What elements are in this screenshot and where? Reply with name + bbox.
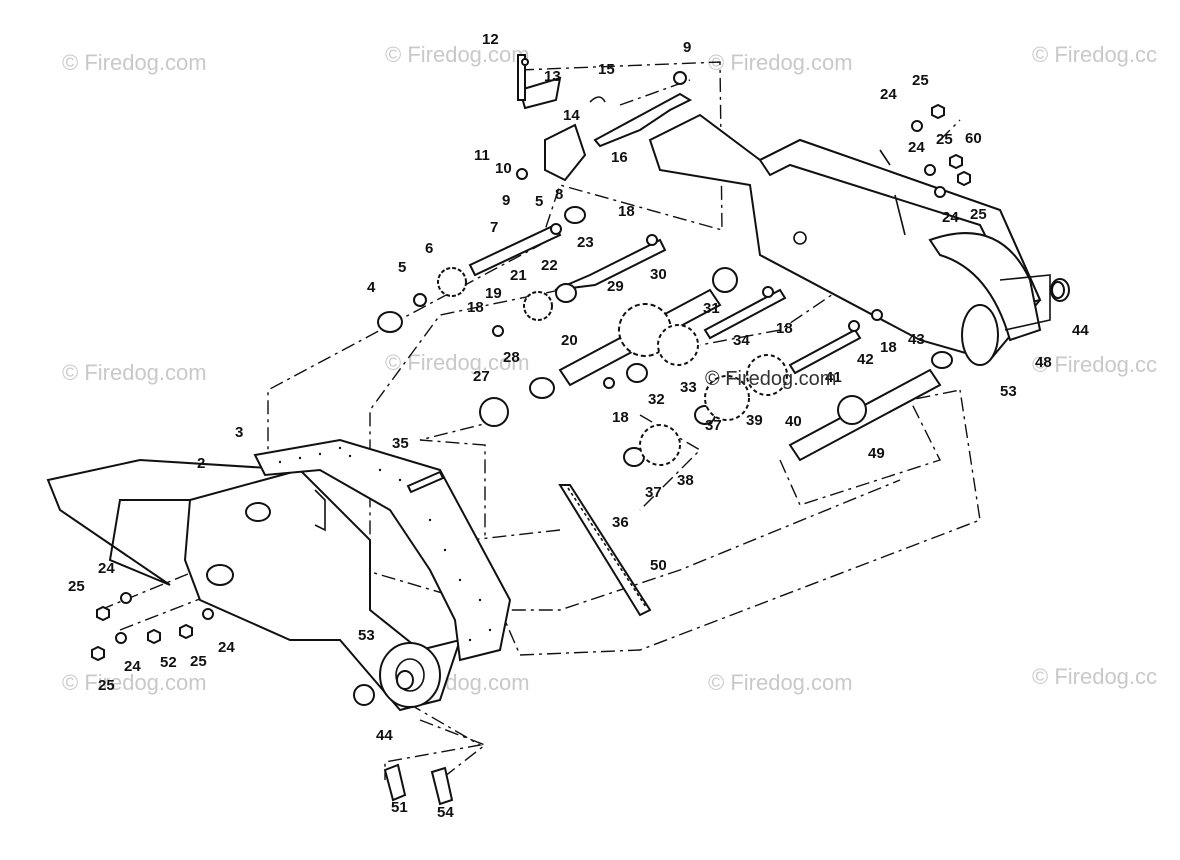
right-axle-parts <box>788 278 1070 462</box>
watermark-bottom-left: © Firedog.com <box>62 670 207 695</box>
watermark-mid-right: © Firedog.cc <box>1032 352 1157 377</box>
right-chain-case <box>648 113 1051 362</box>
callout-15: 15 <box>598 61 615 78</box>
callout-39: 39 <box>746 412 763 429</box>
callout-40: 40 <box>785 413 802 430</box>
watermark-center: © Firedog.com <box>705 368 836 390</box>
callout-60: 60 <box>965 130 982 147</box>
callout-48: 48 <box>1035 354 1052 371</box>
callout-35: 35 <box>392 435 409 452</box>
callout-44-right: 44 <box>1072 322 1089 339</box>
callout-18-left: 18 <box>467 299 484 316</box>
callout-28: 28 <box>503 349 520 366</box>
callout-6: 6 <box>425 240 433 257</box>
callout-25-lower: 25 <box>970 206 987 223</box>
callout-52: 52 <box>160 654 177 671</box>
callout-23: 23 <box>577 234 594 251</box>
chain <box>558 484 652 617</box>
callout-42: 42 <box>857 351 874 368</box>
shafts <box>377 92 862 467</box>
callout-49: 49 <box>868 445 885 462</box>
watermark-top-right: © Firedog.cc <box>1032 42 1157 67</box>
callout-24-left-bottom: 24 <box>124 658 141 675</box>
callout-24-lower: 24 <box>942 209 959 226</box>
watermark-top-center-right: © Firedog.com <box>708 50 853 75</box>
callout-18-center: 18 <box>612 409 629 426</box>
callout-labels: 2 3 4 5 5 6 7 8 9 9 10 11 12 13 14 15 16… <box>68 31 1089 821</box>
left-gasket <box>253 438 512 662</box>
callout-11: 11 <box>474 147 490 164</box>
left-bearings <box>206 489 441 708</box>
callout-24-top: 24 <box>880 86 897 103</box>
callout-29: 29 <box>607 278 624 295</box>
callout-36: 36 <box>612 514 629 531</box>
callout-34: 34 <box>733 332 750 349</box>
watermark-bottom-right: © Firedog.cc <box>1032 664 1157 689</box>
shifter-assembly <box>517 54 606 182</box>
callout-50: 50 <box>650 557 667 574</box>
callout-14: 14 <box>563 107 580 124</box>
watermark-mid-left: © Firedog.com <box>62 360 207 385</box>
callout-13: 13 <box>544 68 561 85</box>
callout-18-far-right: 18 <box>880 339 897 356</box>
callout-37-lower: 37 <box>645 484 662 501</box>
callout-54: 54 <box>437 804 454 821</box>
callout-7: 7 <box>490 219 498 236</box>
callout-24-mid: 24 <box>908 139 925 156</box>
callout-18-right: 18 <box>776 320 793 337</box>
watermark-top-center-left: © Firedog.com <box>385 42 530 67</box>
callout-16: 16 <box>611 149 628 166</box>
callout-25-top: 25 <box>912 72 929 89</box>
callout-53-right: 53 <box>1000 383 1017 400</box>
sprockets <box>437 267 788 466</box>
callout-38: 38 <box>677 472 694 489</box>
callout-27: 27 <box>473 368 490 385</box>
callout-44-left: 44 <box>376 727 393 744</box>
callout-30: 30 <box>650 266 667 283</box>
callout-33: 33 <box>680 379 697 396</box>
callout-37-upper: 37 <box>705 417 722 434</box>
callout-9-left: 9 <box>502 192 510 209</box>
callout-18-top: 18 <box>618 203 635 220</box>
callout-25-left-top: 25 <box>68 578 85 595</box>
callout-51: 51 <box>391 799 408 816</box>
callout-43: 43 <box>908 331 925 348</box>
hardware <box>91 71 1065 806</box>
callout-22: 22 <box>541 257 558 274</box>
callout-31: 31 <box>703 300 720 317</box>
callout-12: 12 <box>482 31 499 48</box>
callout-8: 8 <box>555 186 563 203</box>
callout-3: 3 <box>235 424 243 441</box>
callout-20: 20 <box>561 332 578 349</box>
callout-5-left: 5 <box>398 259 406 276</box>
callout-24-left-right: 24 <box>218 639 235 656</box>
callout-25-mid: 25 <box>936 131 953 148</box>
callout-9-top: 9 <box>683 39 691 56</box>
assembly-lines <box>99 61 981 781</box>
callout-41: 41 <box>825 369 842 386</box>
watermark-bottom-center-right: © Firedog.com <box>708 670 853 695</box>
callout-10: 10 <box>495 160 512 177</box>
callout-19: 19 <box>485 285 502 302</box>
callout-53-left: 53 <box>358 627 375 644</box>
callout-25-left-center: 25 <box>190 653 207 670</box>
callout-24-left-top: 24 <box>98 560 115 577</box>
callout-25-left-bottom: 25 <box>98 677 115 694</box>
callout-2: 2 <box>197 455 205 472</box>
callout-21: 21 <box>510 267 527 284</box>
watermark-top-left: © Firedog.com <box>62 50 207 75</box>
callout-4: 4 <box>367 279 376 296</box>
watermark-mid-center-left: © Firedog.com <box>385 350 530 375</box>
callout-32: 32 <box>648 391 665 408</box>
callout-5-top: 5 <box>535 193 543 210</box>
